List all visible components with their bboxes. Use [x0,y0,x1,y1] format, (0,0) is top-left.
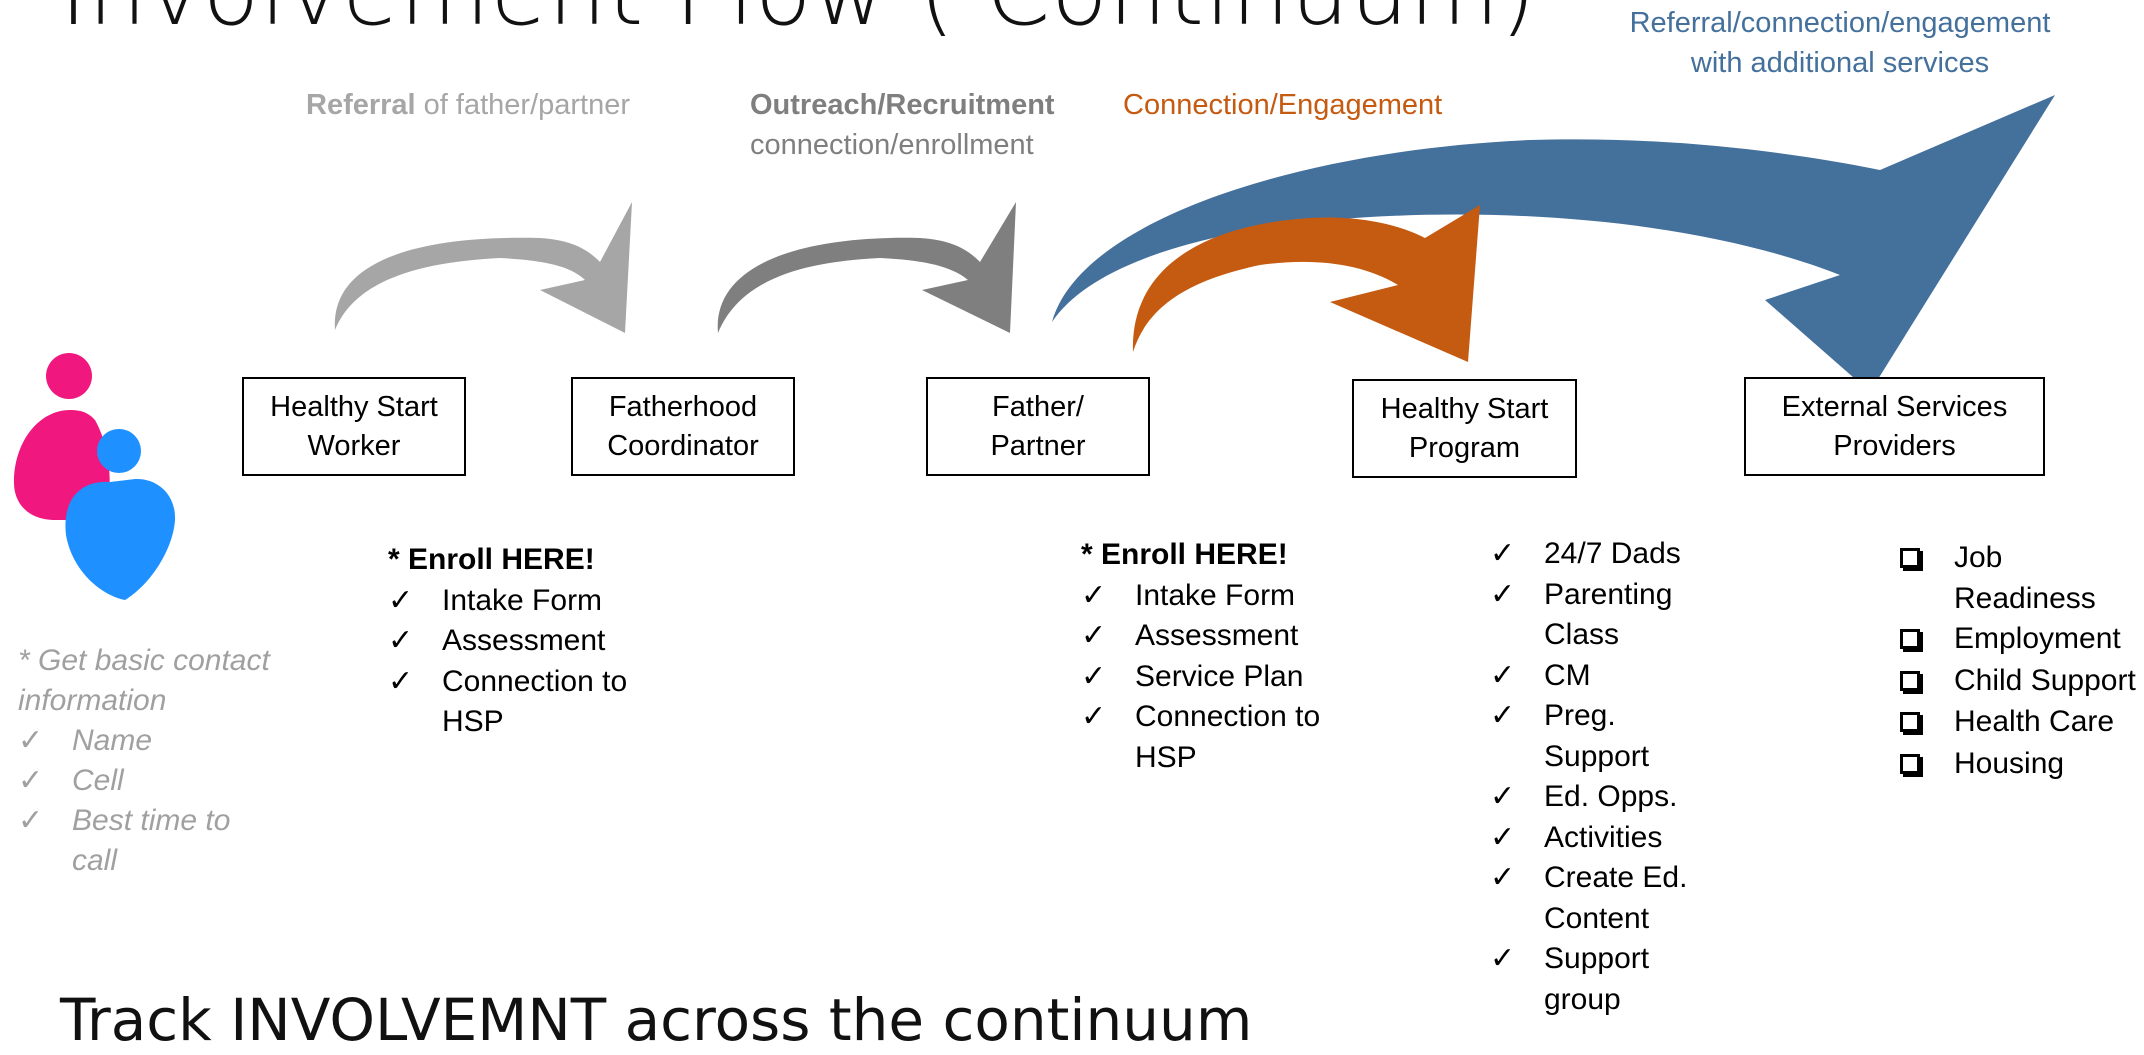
program-services-list: ✓24/7 Dads ✓Parenting Class ✓CM ✓Preg. S… [1490,534,1705,1020]
checkbox-icon [1900,629,1920,649]
list-item: Employment [1900,619,2140,661]
check-icon: ✓ [18,763,44,798]
check-icon: ✓ [388,623,414,658]
list-item: ✓Connection to HSP [388,662,628,743]
curved-arrow-icon [1052,95,2055,392]
check-icon: ✓ [18,803,44,838]
check-icon: ✓ [1081,577,1107,613]
check-icon: ✓ [18,723,44,758]
list-item: ✓Best time to call [18,801,298,881]
list-item: ✓Ed. Opps. [1490,777,1705,818]
check-icon: ✓ [1081,618,1107,653]
checkbox-icon [1900,670,1920,691]
check-icon: ✓ [1490,860,1516,895]
box-father-partner: Father/Partner [926,377,1150,476]
list-item: ✓Assessment [388,621,628,662]
external-services-list: Job Readiness Employment Child Support H… [1900,538,2140,785]
list-item: ✓Name [18,721,298,761]
list-item: ✓Service Plan [1081,657,1321,698]
check-icon: ✓ [1490,941,1516,976]
list-item: ✓Intake Form [388,581,628,622]
page-title: Involvement Flow ( Continuum) [60,0,1537,48]
curved-arrow-icon [334,202,632,333]
check-icon: ✓ [1490,657,1516,693]
list-item: ✓Preg. Support [1490,696,1705,777]
enroll-left-list: * Enroll HERE! ✓Intake Form ✓Assessment … [388,540,628,743]
curved-arrow-icon [717,202,1016,333]
list-item: Housing [1900,744,2140,786]
list-item: ✓Activities [1490,818,1705,859]
list-item: ✓Assessment [1081,616,1321,657]
check-icon: ✓ [388,663,414,699]
checkbox-icon [1900,548,1920,568]
list-item: Child Support [1900,661,2140,703]
list-item: ✓CM [1490,656,1705,697]
check-icon: ✓ [1490,779,1516,814]
check-icon: ✓ [1490,576,1516,612]
check-icon: ✓ [1490,536,1516,571]
check-icon: ✓ [1081,658,1107,694]
check-icon: ✓ [388,582,414,618]
list-item: ✓Intake Form [1081,576,1321,617]
list-item: ✓Cell [18,761,298,801]
list-item: Health Care [1900,702,2140,744]
curved-arrow-icon [1132,205,1480,362]
list-item: ✓Create Ed. Content [1490,858,1705,939]
family-logo-icon [13,353,176,600]
check-icon: ✓ [1490,819,1516,855]
list-item: ✓Connection to HSP [1081,697,1321,778]
list-item: ✓Parenting Class [1490,575,1705,656]
list-item: ✓24/7 Dads [1490,534,1705,575]
enroll-right-list: * Enroll HERE! ✓Intake Form ✓Assessment … [1081,535,1321,778]
outreach-label: Outreach/Recruitment connection/enrollme… [750,89,1055,161]
check-icon: ✓ [1490,698,1516,733]
check-icon: ✓ [1081,699,1107,734]
connection-label: Connection/Engagement [1123,89,1443,121]
flow-arrows [13,95,2055,600]
list-item: ✓Support group [1490,939,1705,1020]
checkbox-icon [1900,712,1920,732]
additional-services-label: Referral/connection/engagement with addi… [1629,7,2051,79]
checkbox-icon [1900,753,1920,774]
list-item: Job Readiness [1900,538,2140,619]
basic-contact-list: * Get basic contact information ✓Name ✓C… [18,641,298,881]
referral-label: Referral of father/partner [306,89,631,121]
